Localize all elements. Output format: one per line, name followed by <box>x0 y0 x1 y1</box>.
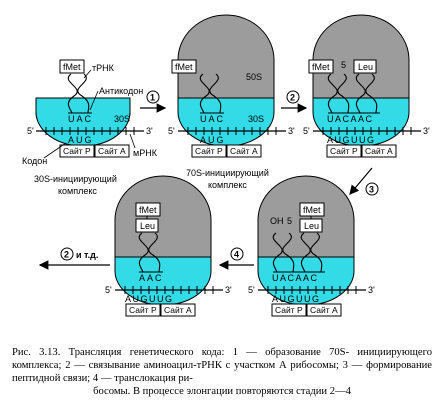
five-label: 5 <box>341 60 346 70</box>
complex-30s-caption-line2: комплекс <box>58 186 97 196</box>
svg-text:3': 3' <box>288 126 295 136</box>
amino-acid-fmet <box>171 59 197 74</box>
svg-text:5': 5' <box>168 126 175 136</box>
svg-text:3': 3' <box>225 285 232 295</box>
mrna-label: мРНК <box>133 148 158 158</box>
svg-text:Сайт А: Сайт А <box>365 146 393 156</box>
svg-text:3': 3' <box>423 126 430 136</box>
site-p-box <box>59 144 95 158</box>
svg-text:5': 5' <box>248 285 255 295</box>
large-subunit-50s <box>257 175 355 258</box>
amino-acid-fmet <box>308 59 334 74</box>
stage-30s-complex: 5' 3' fMet тРНК Антикодон UAC AUG 30S Са… <box>22 59 158 196</box>
complex-30s-caption-line1: 30S-инициирующий <box>34 174 117 184</box>
svg-text:AAC: AAC <box>139 273 164 283</box>
oh-label: OH <box>270 216 284 226</box>
subunit-30s-label: 30S <box>248 114 264 124</box>
mrna-5-prime: 5' <box>27 126 34 136</box>
subunit-30s-label: 30S <box>114 114 130 124</box>
amino-acid-fmet <box>299 202 325 217</box>
anticodon-label: Антикодон <box>99 86 143 96</box>
subunit-50s-label: 50S <box>246 72 262 82</box>
svg-text:fMet: fMet <box>175 62 193 72</box>
trna-dipeptide <box>300 232 323 273</box>
svg-text:fMet: fMet <box>312 62 330 72</box>
svg-text:3: 3 <box>369 185 374 195</box>
amino-acid-fmet <box>59 59 85 74</box>
amino-acid-leu <box>353 59 377 74</box>
caption-line-1: Рис. 3.13. Трансляция генетического кода… <box>12 347 350 358</box>
anticodon-sequence: UAC <box>68 114 93 124</box>
large-subunit-50s <box>312 14 410 99</box>
large-subunit-50s <box>114 175 212 258</box>
etc-label: и т.д. <box>76 250 98 260</box>
svg-text:5': 5' <box>303 126 310 136</box>
svg-text:4: 4 <box>234 250 239 260</box>
svg-text:5: 5 <box>287 216 292 226</box>
svg-text:AUG: AUG <box>200 135 226 145</box>
amino-acid-leu <box>135 218 159 233</box>
svg-text:Leu: Leu <box>140 221 155 231</box>
trna-fmet <box>327 73 350 114</box>
stage-aminoacyl-binding: 5' 3' fMet 5 Leu UACAAC AUGUUG Сайт P Са… <box>303 14 430 158</box>
complex-70s-caption-line2: комплекс <box>208 180 247 190</box>
stage-peptide-bond: 5' 3' OH 5 fMet Leu UACAAC AUGUUG Сайт P… <box>248 175 375 317</box>
codon-label: Кодон <box>22 156 47 166</box>
mrna-ticks <box>45 127 135 135</box>
svg-text:Leu: Leu <box>358 62 373 72</box>
mrna-3-prime: 3' <box>146 126 153 136</box>
svg-text:1: 1 <box>150 93 155 103</box>
caption-line-2: инициирующего комплекса; 2 — связывание … <box>12 347 432 371</box>
step-2-arrow: 2 <box>281 90 308 113</box>
translation-diagram: 5' 3' fMet тРНК Антикодон UAC AUG 30S Са… <box>22 14 430 317</box>
stage-translocation: 5' 3' fMet Leu AAC AUGUUG Сайт P Сайт А <box>105 175 232 317</box>
svg-text:3': 3' <box>368 285 375 295</box>
svg-text:Сайт А: Сайт А <box>164 305 192 315</box>
trna-fmet <box>199 73 222 114</box>
svg-text:Сайт P: Сайт P <box>330 146 358 156</box>
site-a-label: Сайт А <box>98 146 126 156</box>
svg-text:2: 2 <box>64 250 69 260</box>
step-1-arrow: 1 <box>140 90 167 113</box>
step-3-arrow: 3 <box>349 167 379 196</box>
svg-text:Сайт P: Сайт P <box>275 305 303 315</box>
large-subunit-50s <box>177 14 275 99</box>
amino-acid-leu <box>299 218 323 233</box>
trna-uncharged <box>272 232 295 273</box>
site-a-box <box>94 144 130 158</box>
svg-text:UACAAC: UACAAC <box>327 114 374 124</box>
svg-text:Сайт P: Сайт P <box>195 146 223 156</box>
codon-sequence: AUG <box>68 135 94 145</box>
trna-fmet <box>67 73 90 114</box>
svg-text:Сайт P: Сайт P <box>129 305 157 315</box>
trna-leu <box>355 73 378 114</box>
trna-dipeptide <box>138 232 161 273</box>
svg-text:AUGUUG: AUGUUG <box>272 294 321 304</box>
caption-line-3: рибосомы; 3 — формирование пептидной свя… <box>12 360 432 384</box>
svg-text:fMet: fMet <box>139 205 157 215</box>
svg-text:AUGUUG: AUGUUG <box>125 294 174 304</box>
svg-text:fMet: fMet <box>303 205 321 215</box>
svg-text:Сайт А: Сайт А <box>310 305 338 315</box>
svg-text:UACAAC: UACAAC <box>272 273 319 283</box>
caption-line-4: босомы. В процессе элонгации повторяются… <box>93 386 351 397</box>
svg-text:5': 5' <box>105 285 112 295</box>
step-4-arrow: 4 <box>218 247 254 270</box>
svg-text:UAC: UAC <box>200 114 225 124</box>
svg-text:Leu: Leu <box>304 221 319 231</box>
stage-70s-complex: 5' 3' fMet 50S UAC AUG 30S Сайт P Сайт А… <box>168 14 295 190</box>
svg-text:AUGUUG: AUGUUG <box>327 135 376 145</box>
figure-caption: Рис. 3.13. Трансляция генетического кода… <box>12 346 432 398</box>
complex-70s-caption-line1: 70S-инициирующий <box>186 168 269 178</box>
svg-text:2: 2 <box>290 93 295 103</box>
svg-text:Сайт А: Сайт А <box>230 146 258 156</box>
site-p-label: Сайт P <box>63 146 91 156</box>
trna-label: тРНК <box>92 63 115 73</box>
repeat-step-arrow: 2 и т.д. <box>38 247 110 270</box>
amino-acid-fmet <box>135 202 161 217</box>
amino-acid-fmet-label: fMet <box>63 62 81 72</box>
